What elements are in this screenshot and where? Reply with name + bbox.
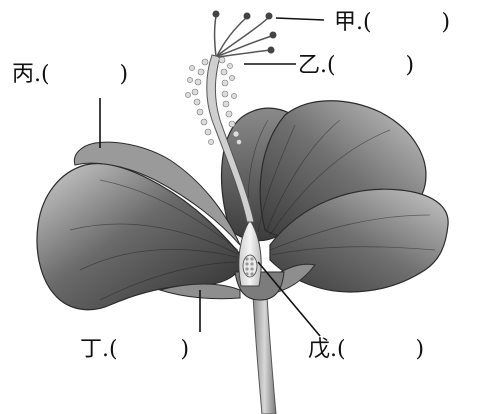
style-branches xyxy=(215,16,273,57)
label-yi: 乙.( ) xyxy=(298,53,414,79)
label-wu: 戊.( ) xyxy=(308,337,424,363)
label-bing: 丙.( ) xyxy=(12,62,128,88)
flower-stem xyxy=(253,296,276,414)
label-jia: 甲.( ) xyxy=(334,10,450,36)
label-ding: 丁.( ) xyxy=(80,337,189,363)
ovule-cluster xyxy=(243,255,257,277)
pointer-line-jia xyxy=(276,18,324,20)
